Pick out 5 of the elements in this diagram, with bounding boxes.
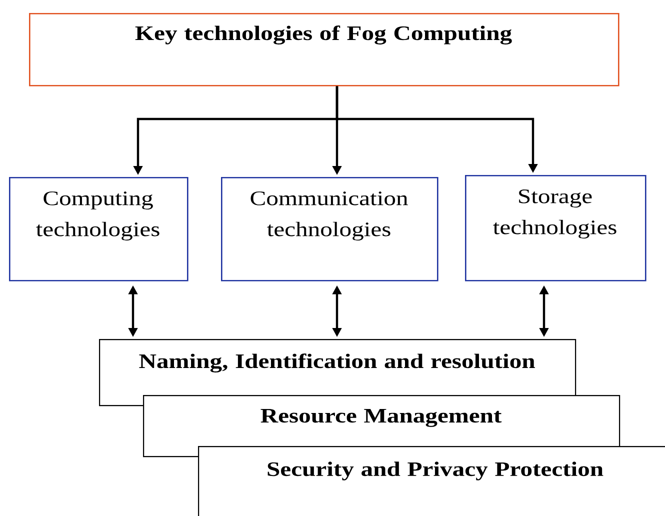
title-box: Key technologies of Fog Computing <box>29 13 620 86</box>
category-box: Communication technologies <box>221 177 438 282</box>
layer-box: Security and Privacy Protection <box>198 446 665 516</box>
category-box: Storage technologies <box>465 175 646 282</box>
category-box: Computing technologies <box>9 177 188 282</box>
